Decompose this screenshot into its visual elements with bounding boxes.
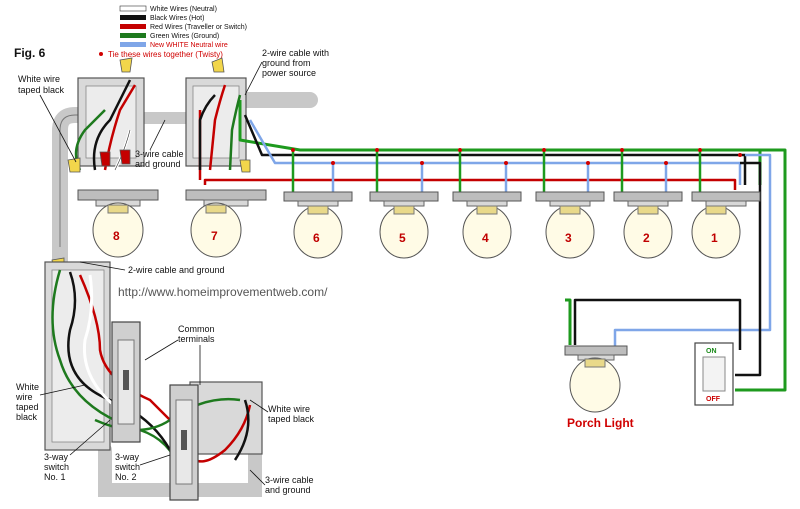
leader-line [139, 454, 171, 466]
light-fixture-5: 5 [369, 191, 439, 259]
leader-line [39, 94, 77, 163]
three-way-switch-1 [111, 321, 141, 443]
leader-line [249, 399, 269, 413]
wire-nut-yellow [239, 159, 251, 173]
light-fixture-2: 2 [613, 191, 683, 259]
switch-box-1 [44, 261, 111, 451]
legend-swatch-green [120, 33, 146, 38]
legend-label-blue: New WHITE Neutral wire [150, 42, 228, 49]
legend-swatch-black [120, 15, 146, 20]
annotation-white-wire-taped-black-top-1: White wire [18, 74, 60, 84]
annotation-power-source-1: 2-wire cable with [262, 48, 329, 58]
porch-switch-on: ON [706, 348, 717, 355]
legend: White Wires (Neutral) Black Wires (Hot) … [99, 5, 247, 59]
switch-toggle [181, 430, 187, 450]
light-fixture-3: 3 [535, 191, 605, 259]
light-fixture-7: 7 [185, 189, 267, 258]
light-fixture-4: 4 [452, 191, 522, 259]
splice-dots [291, 148, 742, 165]
annotation-two-wire-cable-ground: 2-wire cable and ground [128, 265, 225, 275]
annotation-switch1-1: 3-way [44, 452, 69, 462]
annotation-switch2-2: switch [115, 462, 140, 472]
annotation-white-wire-right-1: White wire [268, 404, 310, 414]
porch-switch-off: OFF [706, 396, 721, 403]
porch-light-label: Porch Light [567, 416, 634, 430]
annotation-white-wire-left-1: White [16, 382, 39, 392]
light-number-7: 7 [211, 229, 218, 243]
porch-switch: ON OFF [694, 342, 734, 406]
wire-nut-yellow [67, 157, 81, 173]
figure-title: Fig. 6 [14, 46, 46, 60]
legend-note: Tie these wires together (Twisty) [108, 50, 223, 59]
wire-nut-red [99, 151, 111, 167]
annotation-common-terminals-2: terminals [178, 334, 215, 344]
blue-porch-run [613, 153, 772, 348]
legend-swatch-blue [120, 42, 146, 47]
annotation-power-source-2: ground from [262, 58, 311, 68]
light-fixture-6: 6 [283, 191, 353, 259]
light-drops [291, 150, 702, 195]
light-number-2: 2 [643, 231, 650, 245]
source-url: http://www.homeimprovementweb.com/ [118, 285, 328, 299]
legend-swatch-red [120, 24, 146, 29]
light-number-4: 4 [482, 231, 489, 245]
black-hot-run [243, 114, 747, 185]
red-switch-run [203, 178, 737, 190]
legend-label-white: White Wires (Neutral) [150, 6, 217, 13]
annotation-white-wire-left-2: wire [15, 392, 33, 402]
legend-swatch-white [119, 5, 147, 12]
legend-label-green: Green Wires (Ground) [150, 33, 219, 40]
wire-nut-red [119, 149, 131, 165]
legend-label-black: Black Wires (Hot) [150, 15, 204, 22]
leader-line [39, 384, 86, 396]
annotation-common-terminals-1: Common [178, 324, 215, 334]
leader-line [144, 339, 179, 361]
annotation-switch2-3: No. 2 [115, 472, 137, 482]
annotation-switch2-1: 3-way [115, 452, 140, 462]
leader-line [244, 61, 263, 96]
leader-line [79, 261, 126, 271]
annotation-switch1-3: No. 1 [44, 472, 66, 482]
light-fixture-1: 1 [691, 191, 761, 259]
light-fixture-8: 8 [77, 189, 159, 258]
legend-note-bullet [99, 52, 103, 56]
harness-wires [198, 100, 787, 392]
light-number-3: 3 [565, 231, 572, 245]
switch-box-2 [189, 381, 263, 455]
switch-toggle [123, 370, 129, 390]
leader-line [249, 469, 266, 486]
annotations: White wire taped black 2-wire cable with… [15, 48, 329, 495]
light-number-1: 1 [711, 231, 718, 245]
three-way-switch-2 [169, 384, 199, 501]
green-ground-run [238, 110, 762, 185]
annotation-white-wire-left-4: black [16, 412, 38, 422]
annotation-three-wire-cable-top-1: 3-wire cable [135, 149, 184, 159]
annotation-power-source-3: power source [262, 68, 316, 78]
annotation-white-wire-taped-black-top-2: taped black [18, 85, 65, 95]
annotation-three-wire-cable-bottom-2: and ground [265, 485, 311, 495]
wire-nut-yellow [119, 57, 133, 73]
annotation-white-wire-left-3: taped [16, 402, 39, 412]
light-number-8: 8 [113, 229, 120, 243]
porch-light: Porch Light [564, 345, 634, 430]
light-number-5: 5 [399, 231, 406, 245]
annotation-three-wire-cable-top-2: and ground [135, 159, 181, 169]
annotation-three-wire-cable-bottom-1: 3-wire cable [265, 475, 314, 485]
legend-label-red: Red Wires (Traveller or Switch) [150, 24, 247, 31]
leader-line [69, 419, 111, 456]
wire-nut-yellow [211, 57, 225, 73]
leader-line [149, 119, 166, 151]
light-number-6: 6 [313, 231, 320, 245]
annotation-white-wire-right-2: taped black [268, 414, 315, 424]
annotation-switch1-2: switch [44, 462, 69, 472]
green-porch-run [735, 148, 787, 392]
